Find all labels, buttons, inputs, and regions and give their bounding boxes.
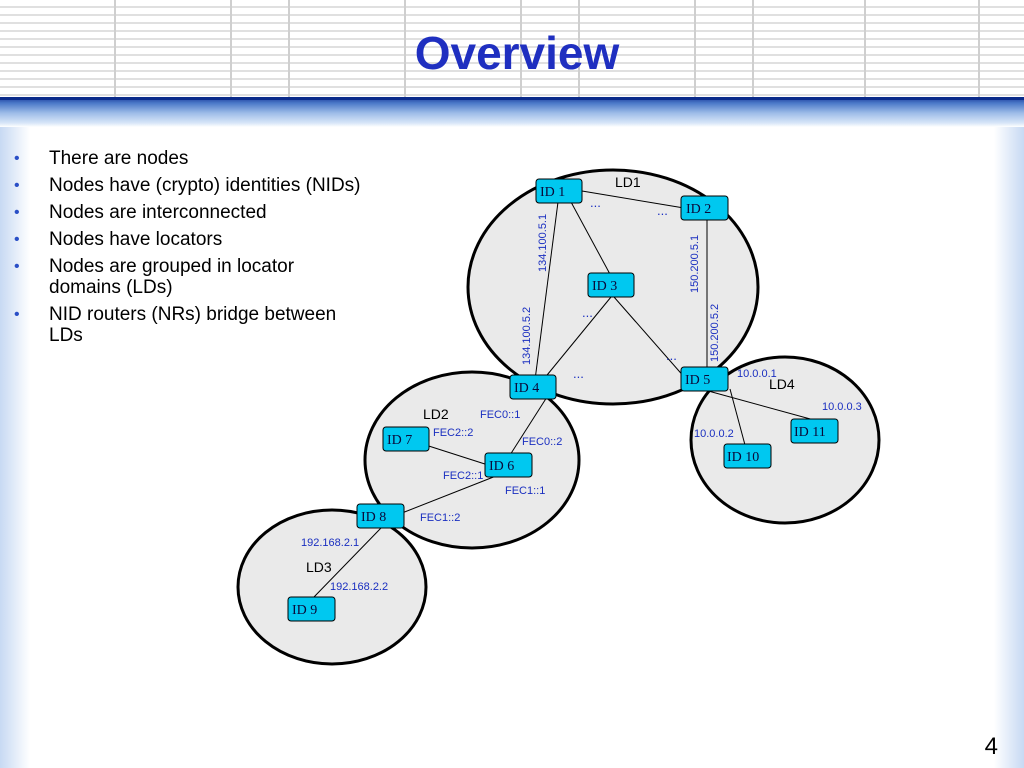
bullet-icon: • <box>14 177 20 194</box>
ellipsis-marker: ... <box>582 305 593 320</box>
title-divider-bar <box>0 97 1024 127</box>
svg-text:ID 8: ID 8 <box>361 510 386 525</box>
svg-text:ID 11: ID 11 <box>794 425 826 440</box>
address-label: 10.0.0.3 <box>822 401 862 413</box>
bullet-icon: • <box>14 150 20 167</box>
locator-domain-ld3 <box>236 508 428 666</box>
link-id4-id6 <box>509 396 548 456</box>
link-id1-id2 <box>581 190 685 209</box>
link-id5-id11 <box>700 388 815 421</box>
address-label: 192.168.2.1 <box>301 537 359 549</box>
page-title: Overview <box>414 27 620 79</box>
address-label: 134.100.5.2 <box>521 307 533 365</box>
ld2-label: LD2 <box>423 406 449 422</box>
page-number: 4 <box>984 733 998 760</box>
svg-text:ID 9: ID 9 <box>292 603 317 618</box>
address-label: 10.0.0.1 <box>737 368 777 380</box>
ld4-label: LD4 <box>769 376 795 392</box>
bullet-text: NID routers (NRs) bridge between LDs <box>49 304 337 346</box>
address-label: 150.200.5.2 <box>709 304 721 362</box>
link-id1-id4 <box>534 201 559 381</box>
header-pattern <box>0 0 1024 97</box>
address-label: 150.200.5.1 <box>689 235 701 293</box>
link-id3-id5 <box>613 296 687 380</box>
left-edge-gradient <box>0 127 30 768</box>
address-label: FEC2::1 <box>443 470 483 482</box>
svg-text:ID 2: ID 2 <box>686 202 711 217</box>
bullet-text: Nodes are grouped in locator domains (LD… <box>49 256 295 298</box>
bullet-item: • Nodes have (crypto) identities (NIDs) <box>14 175 364 196</box>
ellipsis-marker: ... <box>590 195 601 210</box>
node-id4[interactable]: ID 4 <box>509 374 557 400</box>
bullet-icon: • <box>14 231 20 248</box>
bullet-icon: • <box>14 258 20 275</box>
bullet-item: • Nodes have locators <box>14 229 364 250</box>
bullet-item: • Nodes are interconnected <box>14 202 364 223</box>
bullet-item: • NID routers (NRs) bridge between LDs <box>14 304 364 346</box>
node-id5[interactable]: ID 5 <box>680 366 729 392</box>
address-label: FEC1::1 <box>505 485 545 497</box>
ld3-label: LD3 <box>306 559 332 575</box>
link-id8-id9 <box>312 527 382 599</box>
link-id3-id4 <box>542 296 612 381</box>
header-grid-lines <box>0 0 1024 97</box>
address-label: FEC2::2 <box>433 427 473 439</box>
node-id7[interactable]: ID 7 <box>382 426 430 452</box>
bullet-text: Nodes have locators <box>49 229 223 250</box>
node-id3[interactable]: ID 3 <box>587 272 635 298</box>
address-label: FEC0::2 <box>522 436 562 448</box>
address-label: 134.100.5.1 <box>537 214 549 272</box>
svg-text:ID 6: ID 6 <box>489 459 514 474</box>
ellipsis-marker: ... <box>666 348 677 363</box>
node-id8[interactable]: ID 8 <box>356 503 405 529</box>
node-id9[interactable]: ID 9 <box>287 596 336 622</box>
svg-text:ID 5: ID 5 <box>685 373 710 388</box>
bullet-item: • There are nodes <box>14 148 364 169</box>
svg-text:ID 1: ID 1 <box>540 185 565 200</box>
link-id1-id3 <box>570 201 612 277</box>
node-id2[interactable]: ID 2 <box>680 195 729 221</box>
address-label: 10.0.0.2 <box>694 428 734 440</box>
address-label: FEC1::2 <box>420 512 460 524</box>
bullet-icon: • <box>14 306 20 323</box>
node-id10[interactable]: ID 10 <box>723 443 772 469</box>
node-id11[interactable]: ID 11 <box>790 418 839 444</box>
bullet-text: There are nodes <box>49 148 189 169</box>
svg-text:ID 10: ID 10 <box>727 450 759 465</box>
node-id1[interactable]: ID 1 <box>535 178 583 204</box>
svg-text:ID 3: ID 3 <box>592 279 617 294</box>
bullet-list: • There are nodes • Nodes have (crypto) id… <box>14 148 364 352</box>
ellipsis-marker: ... <box>573 366 584 381</box>
locator-domain-ld4 <box>689 355 881 525</box>
right-edge-gradient <box>994 127 1024 768</box>
link-id6-id8 <box>401 475 497 514</box>
node-id6[interactable]: ID 6 <box>484 452 533 478</box>
svg-text:ID 4: ID 4 <box>514 381 539 396</box>
bullet-text: Nodes are interconnected <box>49 202 267 223</box>
address-label: FEC0::1 <box>480 409 520 421</box>
bullet-item: • Nodes are grouped in locator domains (L… <box>14 256 364 298</box>
ld1-label: LD1 <box>615 174 641 190</box>
address-label: 192.168.2.2 <box>330 581 388 593</box>
ellipsis-marker: ... <box>657 203 668 218</box>
svg-text:ID 7: ID 7 <box>387 433 412 448</box>
bullet-icon: • <box>14 204 20 221</box>
link-id5-id10 <box>729 388 746 446</box>
bullet-text: Nodes have (crypto) identities (NIDs) <box>49 175 361 196</box>
